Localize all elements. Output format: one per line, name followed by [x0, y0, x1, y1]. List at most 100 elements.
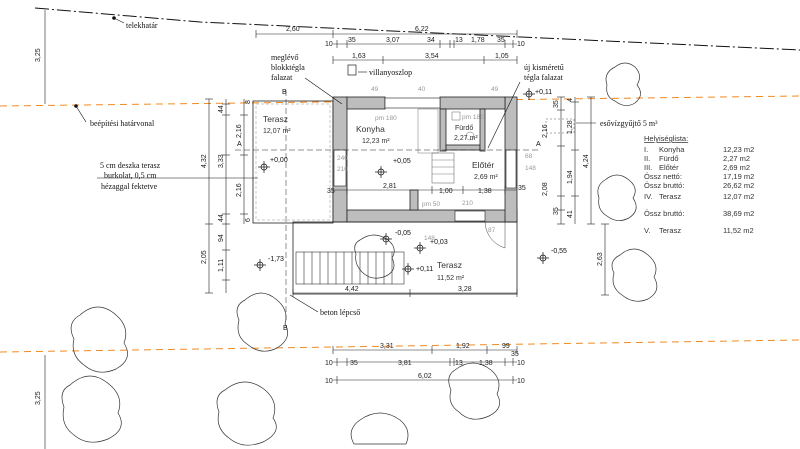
level-p011: +0,11 — [416, 266, 433, 273]
level-m173: -1,73 — [268, 256, 284, 263]
level-p003: +0,03 — [430, 239, 448, 246]
section-mark-a-right: A — [536, 141, 541, 148]
dim-192: 1,92 — [456, 343, 470, 350]
room-terasz-bottom-name: Terasz — [437, 260, 462, 270]
dim-194: 1,94 — [567, 170, 574, 184]
label-esovizgyujto: esővízgyűjtő 5 m³ — [600, 119, 658, 128]
electric-pole — [347, 64, 357, 76]
dim-354: 3,54 — [425, 53, 439, 60]
dim-4r: 4 — [567, 98, 574, 102]
dim-622: 6,22 — [415, 26, 429, 33]
level-m005: -0,05 — [395, 230, 411, 237]
note-87: 87 — [488, 227, 496, 234]
dim-6: 6 — [245, 218, 252, 222]
openings — [333, 97, 517, 222]
dim-442: 4,42 — [345, 286, 359, 293]
concrete-stairs — [295, 251, 405, 285]
section-mark-a-left: A — [237, 141, 242, 148]
dim-602: 6,02 — [418, 373, 432, 380]
dim-99: 99 — [502, 343, 510, 350]
label-deszka-3: hézaggal fektetve — [101, 182, 158, 191]
label-meglevo-1: meglévő — [271, 53, 299, 62]
area-row-name: Össz bruttó: — [644, 209, 684, 218]
room-konyha-area: 12,23 m² — [362, 138, 390, 145]
label-meglevo-3: falazat — [271, 73, 293, 82]
plot-boundary-line — [34, 7, 800, 51]
area-row-value: 2,27 m2 — [723, 154, 750, 163]
area-row-name: Konyha — [659, 145, 685, 154]
dim-307: 3,07 — [386, 37, 400, 44]
room-eloter-name: Előtér — [472, 160, 494, 170]
note-pm50: pm 50 — [422, 201, 440, 208]
area-row-value: 12,23 m2 — [723, 145, 754, 154]
room-konyha-name: Konyha — [356, 124, 385, 134]
note-148b: 148 — [424, 235, 435, 242]
label-uj-2: tégla falazat — [524, 73, 564, 82]
label-meglevo-2: blokktégla — [271, 63, 305, 72]
dim-35r: 35 — [553, 100, 560, 108]
label-uj-1: új kisméretű — [524, 63, 564, 72]
dim-328: 3,28 — [458, 286, 472, 293]
dim-208: 2,08 — [542, 182, 549, 196]
dim-281: 2,81 — [383, 183, 397, 190]
level-markers — [254, 88, 549, 275]
dim-8: 8 — [245, 100, 252, 104]
dim-333: 3,33 — [218, 154, 225, 168]
dim-10f: 10 — [517, 378, 525, 385]
dim-216r: 2,16 — [542, 124, 549, 138]
note-40: 40 — [418, 86, 426, 93]
level-m055: -0,55 — [551, 248, 567, 255]
dim-128: 1,28 — [567, 120, 574, 134]
dim-35r2: 35 — [553, 207, 560, 215]
section-lines — [235, 90, 540, 320]
building-limit-line-bottom — [0, 339, 800, 353]
leader-lines — [74, 16, 596, 313]
dim-263: 2,63 — [597, 252, 604, 266]
section-mark-b-top: B — [282, 89, 287, 96]
dim-111: 1,11 — [218, 259, 225, 272]
dim-41: 41 — [567, 210, 574, 218]
section-mark-b-bottom: B — [283, 325, 288, 332]
area-row-num: V. — [644, 226, 650, 235]
dim-35b: 35 — [497, 37, 505, 44]
dim-44b: 44 — [218, 214, 225, 222]
dim-13b: 13 — [455, 360, 463, 367]
dim-10d: 10 — [517, 360, 525, 367]
dim-163: 1,63 — [352, 53, 366, 60]
area-row-num: I. — [644, 145, 648, 154]
area-row-value: 26,62 m2 — [723, 181, 754, 190]
level-p000: +0,00 — [270, 157, 288, 164]
note-240: 240 — [337, 155, 348, 162]
dim-35a: 35 — [348, 37, 356, 44]
dim-331: 3,31 — [380, 343, 394, 350]
dim-35d: 35 — [518, 185, 526, 192]
dim-381: 3,81 — [398, 360, 412, 367]
dim-10b: 10 — [517, 41, 525, 48]
label-deszka-2: burkolat, 0,5 cm — [104, 171, 157, 180]
note-148a: 148 — [525, 165, 536, 172]
dim-10c: 10 — [325, 360, 333, 367]
dim-105: 1,05 — [495, 53, 509, 60]
room-furdo-name: Fürdő — [455, 125, 473, 132]
dim-432: 4,32 — [201, 154, 208, 168]
dim-35c: 35 — [327, 188, 335, 195]
note-49a: 49 — [371, 86, 379, 93]
room-terasz-left-name: Terasz — [263, 114, 288, 124]
label-telekhatar: telekhatár — [126, 21, 158, 30]
note-210a: 210 — [337, 166, 348, 173]
area-table: Helyiséglista: I. Konyha 12,23 m2 II. Fü… — [644, 134, 754, 235]
note-pm180b: pm 180 — [462, 114, 484, 121]
dim-216b: 2,16 — [236, 183, 243, 197]
area-row-name: Fürdő — [659, 154, 679, 163]
area-row-num: IV. — [644, 192, 652, 201]
dim-10e: 10 — [325, 378, 333, 385]
area-row-name: Előtér — [659, 163, 679, 172]
room-terasz-bottom-area: 11,52 m² — [437, 275, 465, 282]
area-row-name: Össz bruttó: — [644, 181, 684, 190]
area-row-num: II. — [644, 154, 650, 163]
label-beton-lepcso: beton lépcső — [320, 308, 360, 317]
dim-205: 2,05 — [201, 250, 208, 264]
dim-35f: 35 — [511, 351, 519, 358]
dim-138a: 1,38 — [478, 188, 492, 195]
